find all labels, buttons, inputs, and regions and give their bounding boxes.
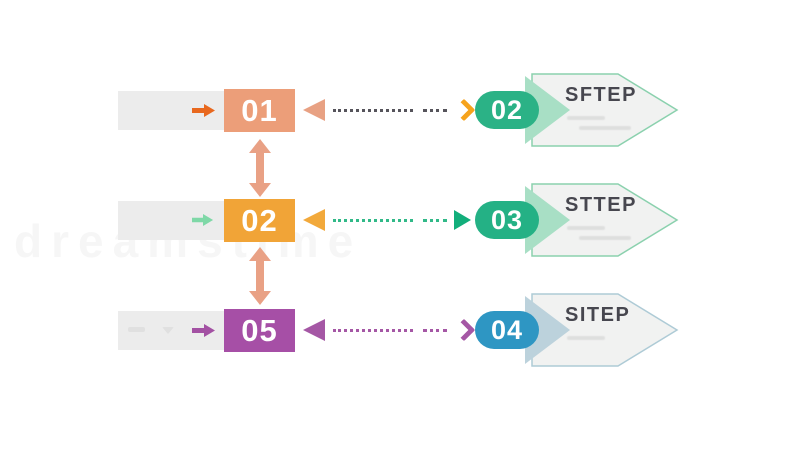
dotted-line: [333, 328, 413, 332]
step-banner: 02 SFTEP: [475, 72, 680, 148]
bar-arrow-icon: [192, 214, 214, 226]
dotted-line: [423, 108, 447, 112]
step-label: STTEP: [565, 194, 637, 216]
step-pill: 03: [475, 201, 539, 239]
step-number: 02: [241, 202, 278, 238]
step-label: SITEP: [565, 304, 631, 326]
dotted-line: [423, 218, 447, 222]
arrow-left-icon: [303, 99, 325, 121]
step-number-box: 02: [224, 199, 295, 242]
step-number: 05: [241, 312, 278, 348]
dotted-connector: [303, 209, 475, 231]
pill-number: 02: [490, 94, 524, 125]
banner-arrow-shape: [525, 183, 679, 257]
pill-number: 03: [490, 204, 524, 235]
double-arrow-icon: [249, 247, 271, 305]
step-row-3: 05 04 SITEP: [0, 292, 800, 368]
arrow-right-icon: [452, 318, 476, 342]
dotted-connector: [303, 318, 476, 342]
arrow-right-icon: [452, 98, 476, 122]
arrow-left-icon: [303, 209, 325, 231]
dotted-connector: [303, 98, 476, 122]
double-arrow-icon: [249, 139, 271, 197]
placeholder-text-smudge: [579, 236, 631, 240]
banner-accent-triangle: [525, 296, 570, 364]
placeholder-text-smudge: [567, 336, 605, 340]
faint-mark: [162, 327, 174, 334]
dotted-line: [333, 218, 413, 222]
step-banner: 04 SITEP: [475, 292, 680, 368]
placeholder-text-smudge: [567, 226, 605, 230]
placeholder-text-smudge: [567, 116, 605, 120]
arrow-right-icon: [454, 210, 471, 230]
pill-number: 04: [490, 314, 524, 345]
step-label: SFTEP: [565, 84, 637, 106]
banner-arrow-shape: [525, 73, 679, 147]
step-row-2: 02 03 STTEP: [0, 182, 800, 258]
step-pill: 02: [475, 91, 539, 129]
step-number: 01: [241, 92, 278, 128]
banner-accent-triangle: [525, 76, 570, 144]
step-number-box: 05: [224, 309, 295, 352]
arrow-left-icon: [303, 319, 325, 341]
faint-mark: [128, 327, 145, 332]
step-pill: 04: [475, 311, 539, 349]
dotted-line: [423, 328, 447, 332]
banner-accent-triangle: [525, 186, 570, 254]
placeholder-text-smudge: [579, 126, 631, 130]
bar-arrow-icon: [192, 104, 215, 117]
step-banner: 03 STTEP: [475, 182, 680, 258]
step-row-1: 01 02 SFTEP: [0, 72, 800, 148]
bar-arrow-icon: [192, 324, 215, 337]
step-number-box: 01: [224, 89, 295, 132]
dotted-line: [333, 108, 413, 112]
banner-arrow-shape: [525, 293, 679, 367]
